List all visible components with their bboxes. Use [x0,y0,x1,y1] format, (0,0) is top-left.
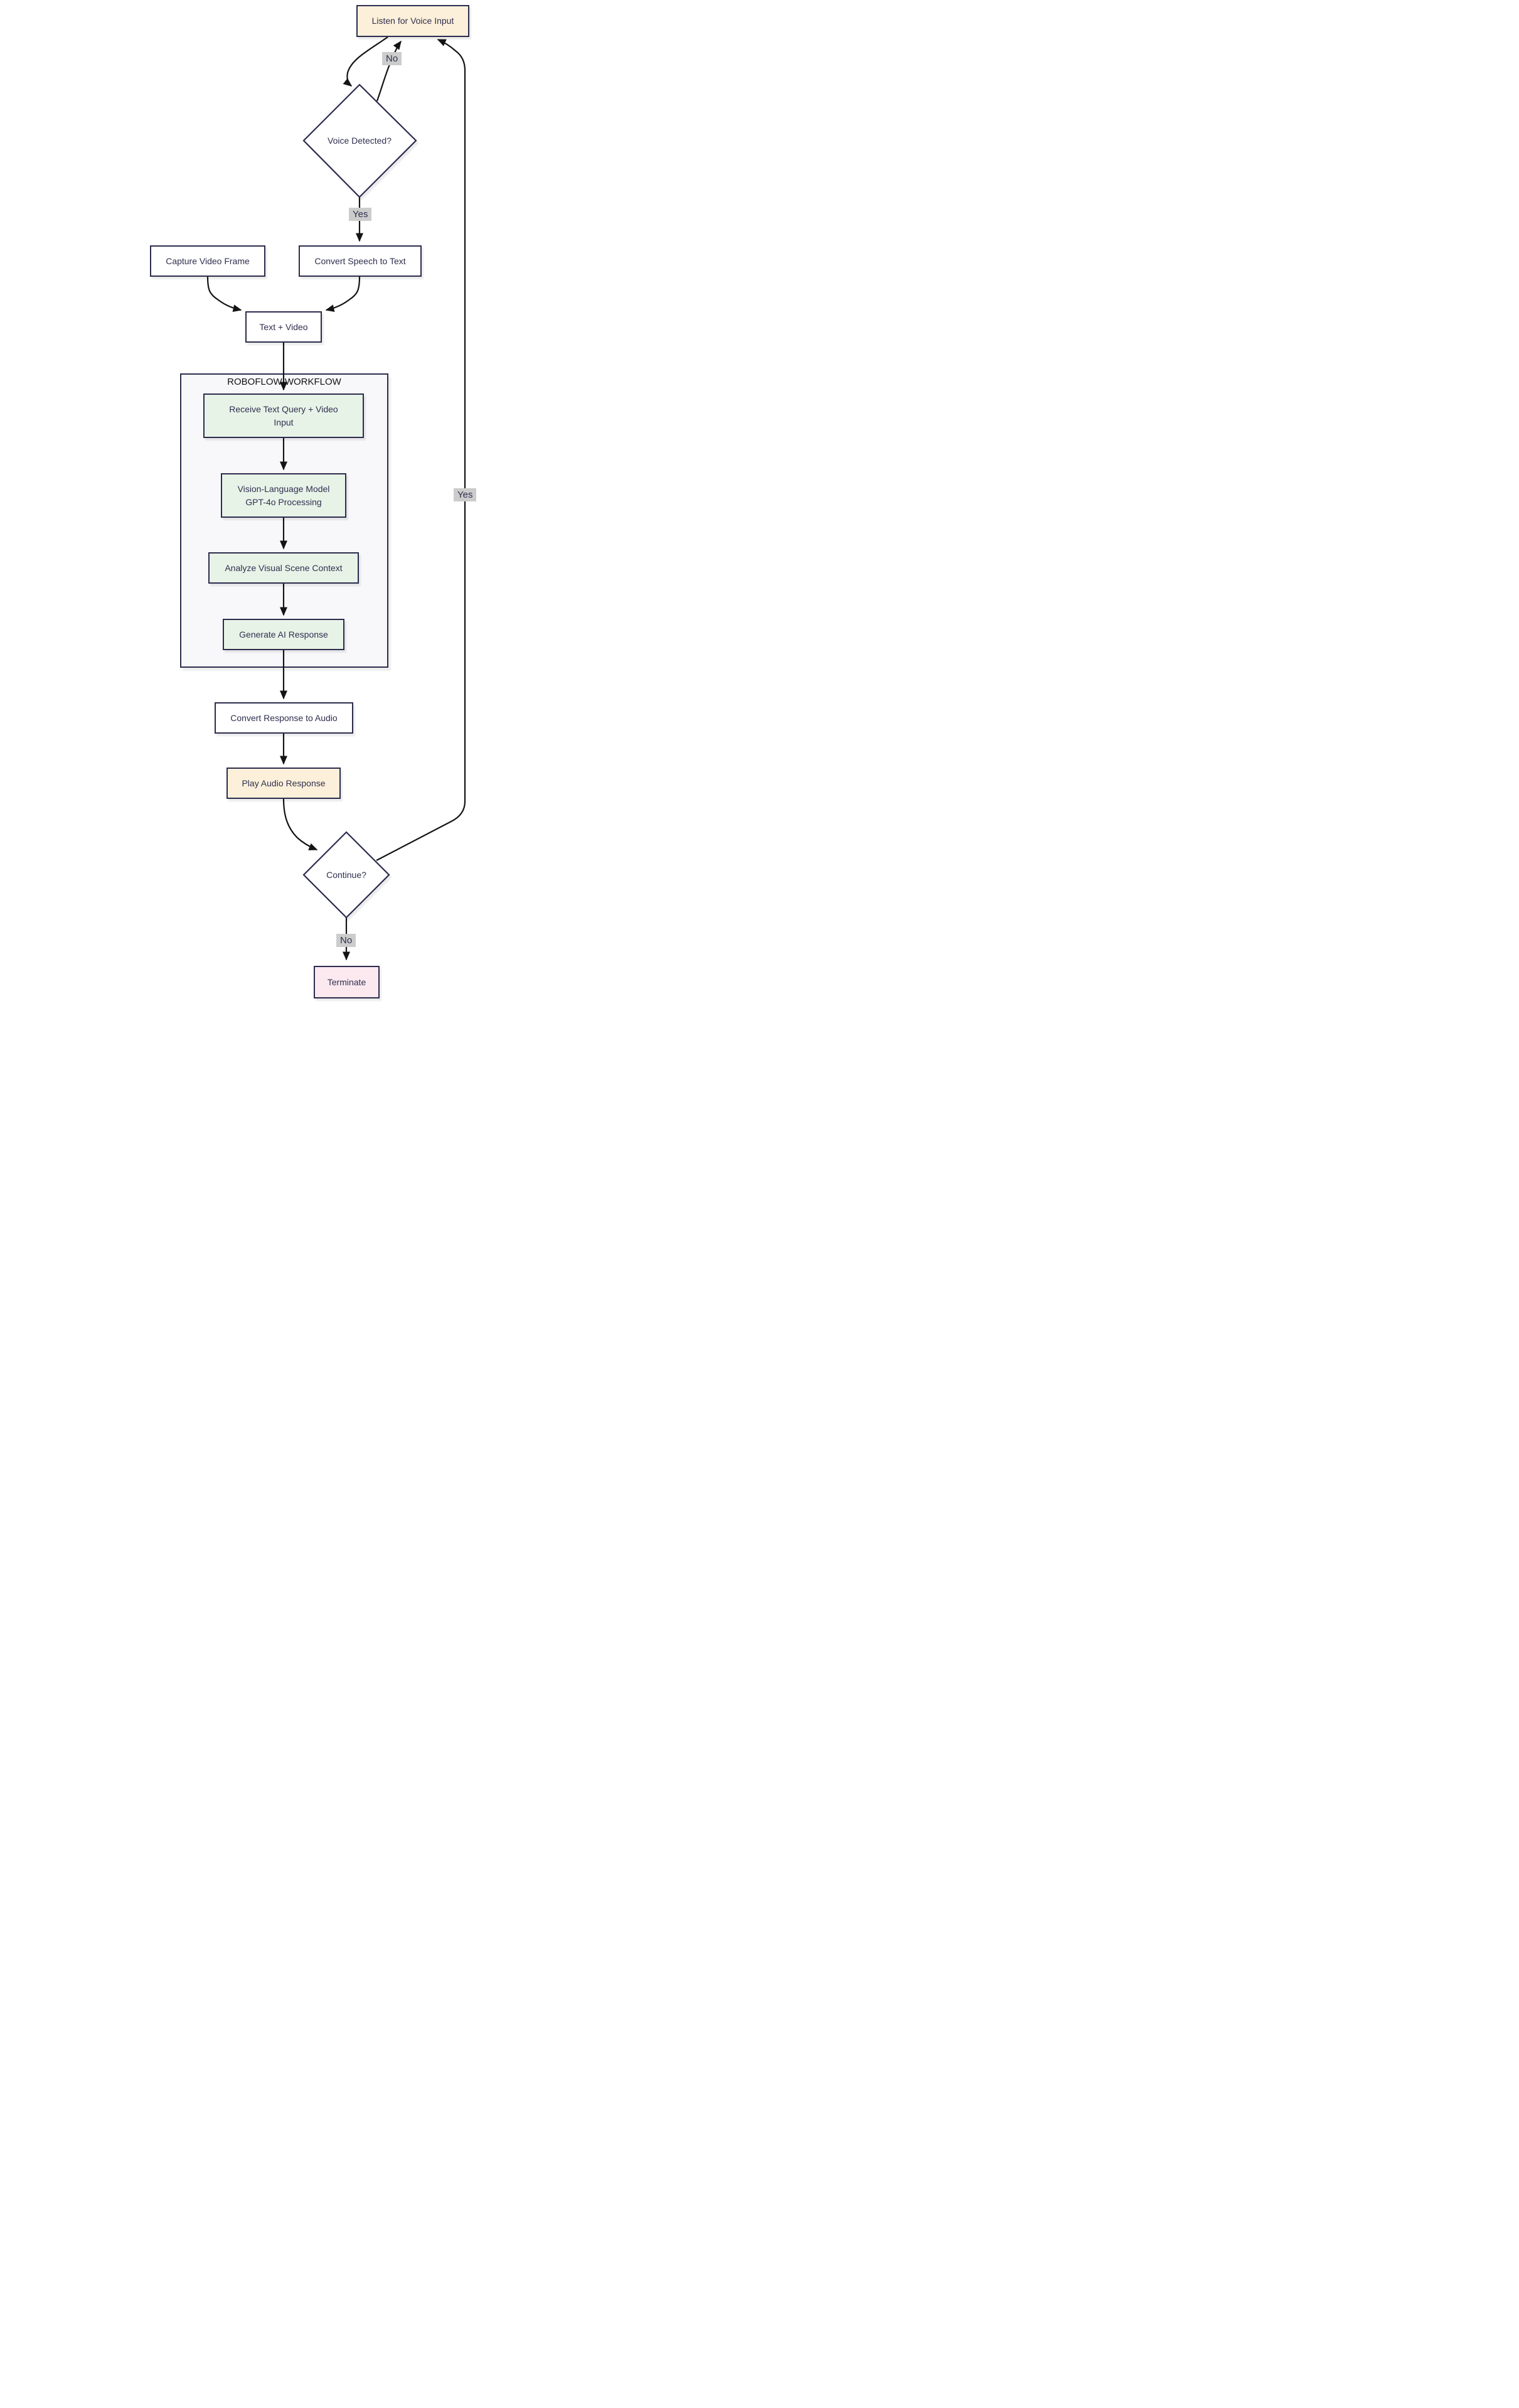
node-receive-text-query-video-input: Receive Text Query + Video Input [203,393,364,438]
node-label: Analyze Visual Scene Context [225,562,343,573]
node-capture-video-frame: Capture Video Frame [150,245,265,277]
edge-label-yes-continue: Yes [454,488,477,501]
edge-play-to-continue [282,798,318,851]
node-text-plus-video: Text + Video [245,311,322,343]
node-label: Convert Speech to Text [314,255,406,266]
node-label: Convert Response to Audio [230,712,338,723]
node-play-audio-response: Play Audio Response [227,768,341,799]
decision-voice-detected-shape [302,83,417,198]
node-label: Continue? [326,870,366,880]
node-label: Generate AI Response [239,629,328,639]
edge-capture-to-text-video [206,276,242,313]
node-analyze-visual-scene-context: Analyze Visual Scene Context [208,552,359,584]
edges-layer [206,36,466,961]
node-label: Text + Video [259,321,308,332]
edge-label-no-voice: No [382,52,402,65]
edge-convert-speech-to-text-video [325,276,361,313]
edge-label-no-continue: No [336,934,356,947]
decision-continue-shape [302,831,390,919]
decision-voice-detected-label: Voice Detected? [309,132,410,149]
node-label: Voice Detected? [328,136,392,146]
node-label: Play Audio Response [242,778,326,788]
edge-voice-detected-no-to-listen [376,40,402,102]
node-label: Capture Video Frame [166,255,250,266]
node-label: Listen for Voice Input [371,16,454,26]
node-terminate: Terminate [314,966,380,998]
node-vision-language-model-gpt4o: Vision-Language Model GPT-4o Processing [221,473,346,518]
node-label: Vision-Language Model GPT-4o Processing [237,483,330,507]
node-convert-response-to-audio: Convert Response to Audio [215,702,353,734]
edge-listen-to-voice-detected [343,36,388,87]
node-generate-ai-response: Generate AI Response [223,619,344,650]
edge-continue-yes-to-listen [376,38,466,861]
decision-continue-label: Continue? [309,866,384,884]
node-label: Receive Text Query + Video Input [229,404,338,427]
flowchart-canvas: ROBOFLOW WORKFLOW [0,0,634,1004]
node-label: Terminate [327,977,366,987]
node-convert-speech-to-text: Convert Speech to Text [299,245,422,277]
node-listen-for-voice-input: Listen for Voice Input [356,5,469,37]
edge-label-yes-voice: Yes [349,208,372,221]
